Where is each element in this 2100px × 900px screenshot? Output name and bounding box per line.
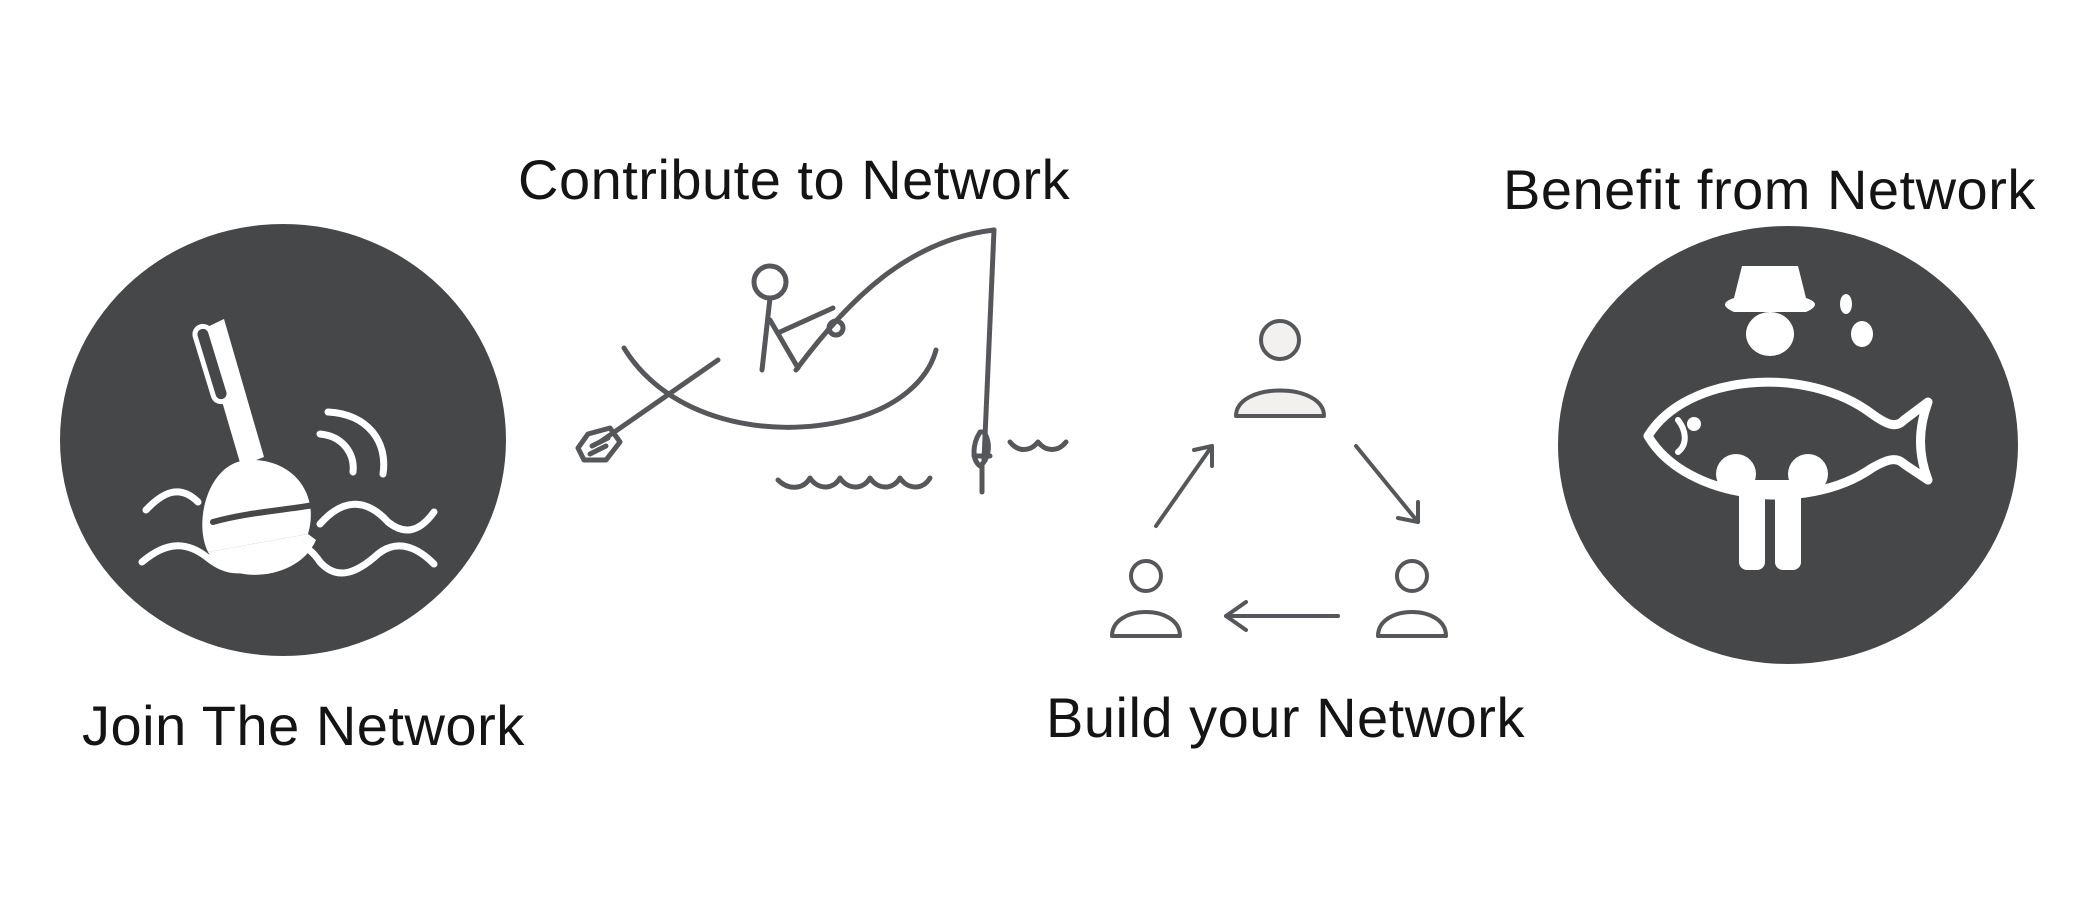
people-network-cycle-icon <box>1110 319 1448 638</box>
benefit-network-label: Benefit from Network <box>1503 158 2036 221</box>
fisherman-with-fish-icon <box>1558 226 2018 664</box>
contribute-network-label: Contribute to Network <box>518 148 1071 211</box>
build-network-figure <box>1100 310 1480 650</box>
person-fishing-boat-icon <box>575 227 1069 495</box>
build-network-label: Build your Network <box>1046 686 1525 749</box>
benefit-network-figure <box>1556 224 2020 666</box>
person-right-icon <box>1395 559 1429 593</box>
person-top-icon <box>1259 319 1301 361</box>
person-left-icon <box>1129 559 1163 593</box>
contribute-network-figure <box>548 220 1108 510</box>
join-network-figure <box>58 222 508 658</box>
join-network-label: Join The Network <box>82 694 525 757</box>
fishing-float-icon <box>60 224 506 656</box>
